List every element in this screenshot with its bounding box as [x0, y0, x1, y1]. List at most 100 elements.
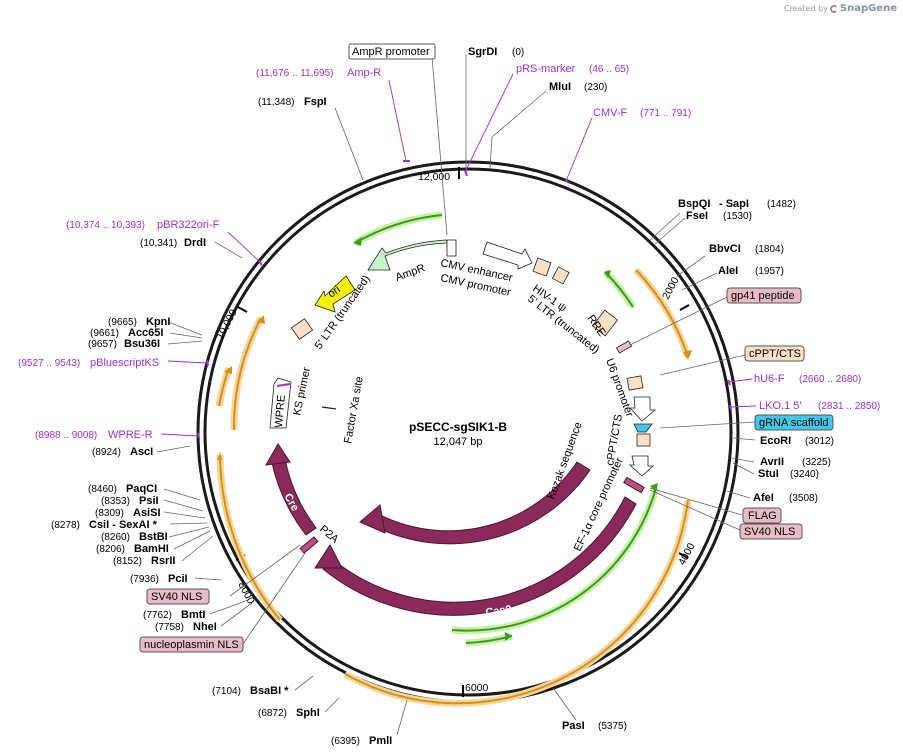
site-fspi-pos: (11,348) [258, 97, 295, 108]
site-pcii-pos: (7936) [130, 574, 159, 585]
site-psii-pos: (8353) [101, 496, 130, 507]
ampr-arrow [367, 239, 449, 271]
grna-label-box [754, 414, 834, 431]
green-arc-top [354, 214, 443, 244]
site-pcii: PciI [168, 573, 188, 585]
hiv-psi-box [532, 257, 552, 277]
wpre-arrow [269, 377, 292, 429]
tick-label-12000: 12,000 [418, 171, 450, 183]
site-paqci: PaqCI [126, 483, 157, 495]
site-fsei: FseI [686, 210, 708, 222]
site-pasi-pos: (5375) [598, 721, 627, 732]
primer-pbr322-pos: (10,374 .. 10,393) [66, 220, 145, 231]
primer-prs-pos: (46 .. 65) [589, 64, 629, 75]
primer-hu6-pos: (2660 .. 2680) [799, 374, 861, 385]
site-bstbi: BstBI [139, 531, 168, 543]
site-fspi: FspI [304, 96, 327, 108]
leader-lines [156, 55, 756, 736]
site-paqci-pos: (8460) [88, 484, 117, 495]
sv40-nls-right-label: SV40 NLS [744, 526, 795, 538]
primer-leaders [160, 73, 757, 437]
site-pasi: PasI [562, 720, 585, 732]
primer-pbr322: pBR322ori-F [157, 219, 220, 231]
sv40-nls-right-label-box [739, 523, 803, 540]
cppt-box [626, 375, 644, 391]
primer-wpre-r: WPRE-R [108, 429, 153, 441]
ampr-promoter-label: AmpR promoter [352, 46, 430, 58]
plasmid-length: 12,047 bp [434, 436, 483, 448]
cas9-inner-arrow [371, 461, 591, 545]
label-cas9-outer: Cas9 [485, 603, 513, 619]
ltr-box [551, 266, 570, 285]
primer-cmv-f: CMV-F [593, 107, 628, 119]
site-afei-pos: (3508) [789, 493, 818, 504]
primer-amp-r: Amp-R [347, 67, 381, 79]
site-kpni-pos: (9665) [108, 317, 137, 328]
gp41-label-box [726, 287, 802, 304]
site-acc65i-pos: (9661) [90, 328, 119, 339]
label-factor-xa: Factor Xa site [342, 376, 366, 445]
site-bbvci: BbvCI [709, 243, 741, 255]
ks-primer-marker [276, 383, 291, 387]
site-acc65i: Acc65I [128, 327, 163, 339]
site-drdi-pos: (10,341) [140, 238, 177, 249]
credit-brand: SnapGene [839, 3, 897, 14]
site-bsu36i-pos: (9657) [88, 339, 117, 350]
site-bmti-pos: (7762) [143, 610, 172, 621]
orf-features [265, 443, 645, 616]
arc-top-right [635, 269, 689, 358]
primer-hu6: hU6-F [754, 373, 785, 385]
boxed-feature-labels: AmpR promoter gp41 peptide cPPT/CTS gRNA… [139, 43, 834, 653]
u6-promoter-arrow [629, 396, 657, 422]
cppt-label: cPPT/CTS [749, 348, 801, 360]
site-pmli-pos: (6395) [331, 736, 360, 747]
flag-label: FLAG [748, 510, 777, 522]
site-rsrii: RsrII [151, 555, 175, 567]
label-ks-primer: KS primer [291, 366, 313, 417]
site-drdi: DrdI [184, 237, 206, 249]
site-bstbi-pos: (8260) [101, 532, 130, 543]
site-asci: AscI [130, 446, 153, 458]
snapgene-credit: Created by SnapGene [784, 3, 897, 14]
site-avrii-pos: (3225) [802, 457, 831, 468]
snapgene-logo-icon [829, 4, 838, 13]
tick-mark-2000 [679, 304, 690, 311]
site-bsabi: BsaBI * [250, 685, 289, 697]
cmv-arrow [482, 241, 533, 270]
site-kpni: KpnI [146, 316, 170, 328]
site-nhei: NheI [193, 621, 217, 633]
primer-amp-r-pos: (11,676 .. 11,695) [256, 68, 333, 79]
primer-lko-pos: (2831 .. 2850) [818, 401, 880, 412]
green-arrowhead-top [353, 237, 362, 246]
grna-label: gRNA scaffold [759, 417, 829, 429]
site-stui: StuI [758, 468, 779, 480]
site-csii-pos: (8278) [51, 520, 80, 531]
green-arrowhead-bottom-short [505, 632, 512, 641]
misc-features [290, 257, 651, 447]
site-alei: AleI [718, 265, 738, 277]
arc-left-small [218, 367, 230, 407]
rre-box [591, 309, 619, 337]
gp41-block [615, 340, 633, 354]
tick-label-10000: 10,000 [214, 307, 240, 341]
arrowhead-left-small [224, 366, 232, 374]
site-mlui-pos: (230) [584, 82, 607, 93]
site-sapi: - SapI [719, 198, 749, 210]
green-arc-top-glow [353, 211, 443, 247]
flag-nls-block [623, 476, 645, 494]
arc-left [219, 454, 281, 621]
marker-lko [729, 404, 732, 411]
primer-pbluescript: pBluescriptKS [90, 357, 159, 369]
factor-xa-marker [321, 406, 337, 410]
nucleoplasmin-nls-label-box [139, 636, 244, 653]
ori-arrow [314, 275, 356, 313]
site-sgrdi-pos: (0) [512, 47, 524, 58]
cppt-cts-box [636, 433, 651, 447]
primer-cmv-f-pos: (771 .. 791) [640, 108, 691, 119]
site-sphi-pos: (6872) [258, 708, 287, 719]
marker-pbluescript [206, 359, 209, 367]
marker-cmv-f [564, 179, 570, 184]
site-sgrdi: SgrDI [468, 46, 497, 58]
ampr-promoter-label-box [348, 43, 436, 60]
